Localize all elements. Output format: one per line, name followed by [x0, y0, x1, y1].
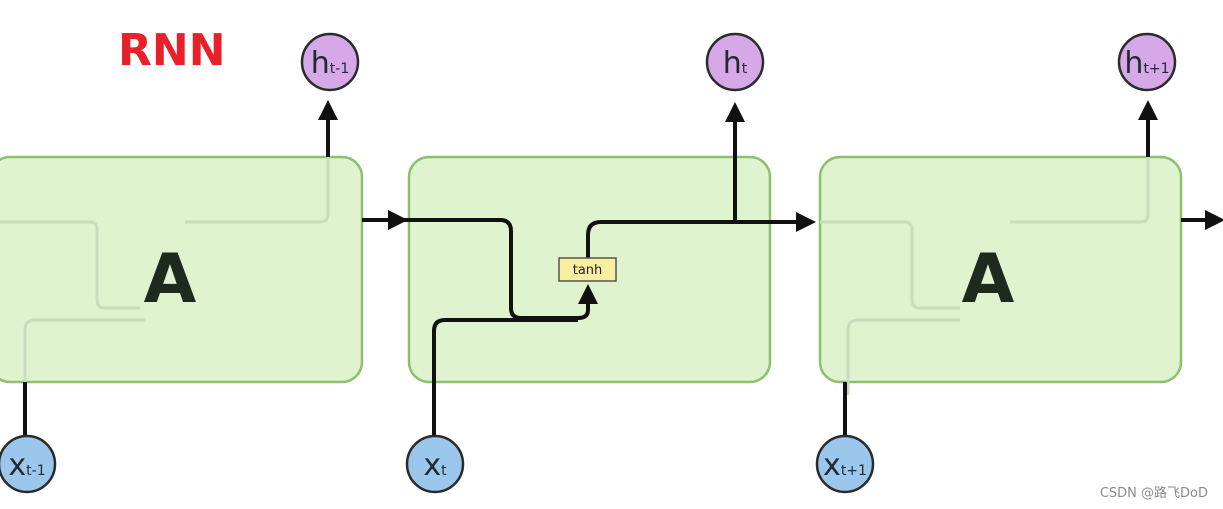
cell-inner-path	[23, 318, 145, 395]
output-node-h-t-minus-1: ht-1	[300, 32, 360, 92]
input-circle	[0, 434, 57, 494]
tanh-box	[558, 257, 617, 282]
output-node-h-t: ht	[705, 32, 765, 92]
output-circle	[705, 32, 765, 92]
tanh-output-path	[586, 220, 735, 258]
watermark: CSDN @路飞DoD	[1100, 485, 1208, 501]
node-sub-label: t	[742, 61, 748, 77]
input-node-x-t-plus-1: xt+1	[815, 434, 875, 494]
cell-box	[0, 155, 364, 384]
cell-label: A	[962, 240, 1015, 319]
node-main-label: h	[311, 46, 330, 81]
previous-hidden-path	[404, 218, 598, 320]
node-main-label: h	[1124, 46, 1143, 81]
output-circle	[300, 32, 360, 92]
node-main-label: x	[823, 448, 841, 483]
svg-text:xt+1: xt+1	[823, 448, 867, 483]
input-circle	[405, 434, 465, 494]
node-sub-label: t+1	[1143, 61, 1169, 77]
svg-text:ht+1: ht+1	[1124, 46, 1169, 81]
cell-inner-path	[185, 157, 330, 224]
rnn-cell-left: A	[0, 155, 364, 395]
diagram-title: RNN	[118, 25, 226, 76]
node-main-label: x	[423, 448, 441, 483]
cell-inner-path	[1010, 157, 1150, 224]
input-circle	[815, 434, 875, 494]
tanh-label: tanh	[573, 263, 603, 278]
node-sub-label: t-1	[330, 61, 349, 77]
node-sub-label: t-1	[26, 463, 45, 479]
svg-text:xt: xt	[423, 448, 447, 483]
tanh-activation: tanh	[558, 257, 617, 282]
cell-inner-path	[846, 318, 960, 395]
output-circle	[1117, 32, 1177, 92]
cell-label: A	[144, 240, 197, 319]
cell-inner-path	[0, 220, 140, 310]
input-node-x-t: xt	[405, 434, 465, 494]
output-node-h-t-plus-1: ht+1	[1117, 32, 1177, 92]
node-main-label: x	[8, 448, 26, 483]
input-path	[432, 318, 578, 440]
node-main-label: h	[723, 46, 742, 81]
cell-box	[818, 155, 1183, 384]
svg-text:ht-1: ht-1	[311, 46, 349, 81]
cell-inner-path	[820, 220, 960, 310]
node-sub-label: t	[441, 463, 447, 479]
svg-text:xt-1: xt-1	[8, 448, 45, 483]
input-node-x-t-minus-1: xt-1	[0, 434, 57, 494]
node-sub-label: t+1	[841, 463, 867, 479]
rnn-cell-right: A	[818, 155, 1183, 395]
svg-text:ht: ht	[723, 46, 748, 81]
